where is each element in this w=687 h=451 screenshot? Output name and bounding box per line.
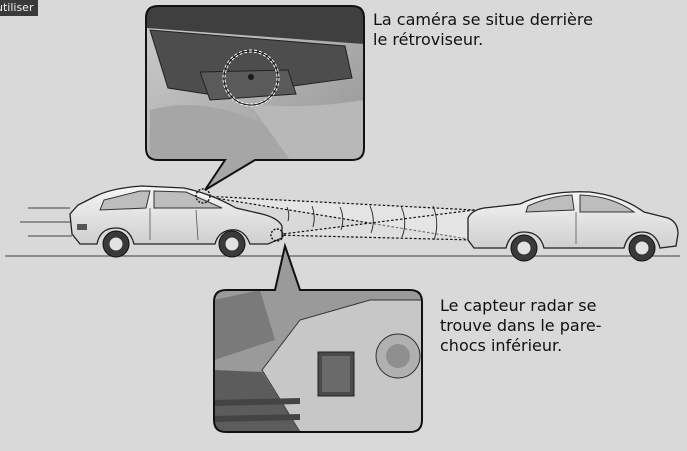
car-ahead xyxy=(467,191,679,262)
camera-detection-cone xyxy=(202,195,475,241)
radar-callout-label: Le capteur radar se trouve dans le pare-… xyxy=(440,296,660,356)
radar-detection-cone xyxy=(274,209,475,241)
radar-callout-line-2: trouve dans le pare- xyxy=(440,316,602,335)
camera-lens-icon xyxy=(248,74,254,80)
radar-location-marker xyxy=(270,228,284,242)
camera-callout-bubble xyxy=(145,5,365,191)
own-car xyxy=(69,185,283,258)
section-tab: utiliser xyxy=(0,0,38,16)
radar-callout-line-1: Le capteur radar se xyxy=(440,296,597,315)
camera-callout-line-2: le rétroviseur. xyxy=(373,30,484,49)
camera-location-marker xyxy=(195,188,211,204)
cone-wave-lines xyxy=(286,205,438,241)
motion-lines xyxy=(20,207,72,237)
radar-callout-bubble xyxy=(213,242,423,433)
camera-callout-label: La caméra se situe derrière le rétrovise… xyxy=(373,10,673,50)
radar-callout-line-3: chocs inférieur. xyxy=(440,336,563,355)
camera-callout-line-1: La caméra se situe derrière xyxy=(373,10,593,29)
